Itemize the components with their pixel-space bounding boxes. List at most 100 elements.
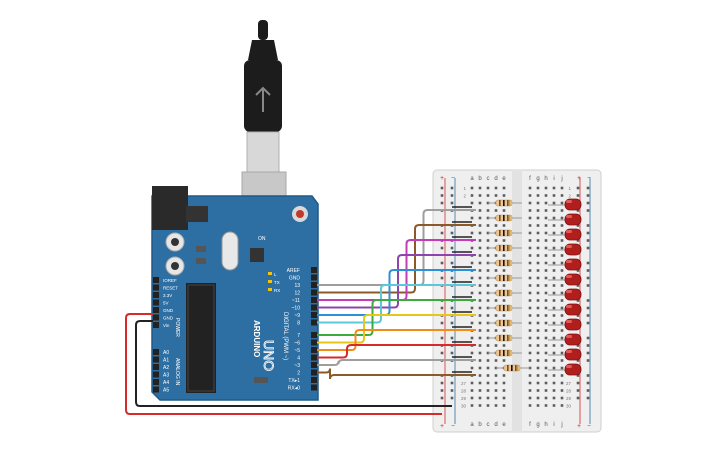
breadboard-hole[interactable] xyxy=(560,269,564,272)
breadboard-hole[interactable] xyxy=(502,284,506,287)
breadboard-hole[interactable] xyxy=(528,359,532,362)
breadboard-hole[interactable] xyxy=(552,276,556,280)
breadboard-hole[interactable] xyxy=(486,329,490,332)
breadboard-hole[interactable] xyxy=(486,359,490,362)
breadboard-hole[interactable] xyxy=(552,269,556,272)
breadboard-hole[interactable] xyxy=(544,321,548,325)
breadboard-hole[interactable] xyxy=(560,224,564,227)
breadboard-hole[interactable] xyxy=(552,344,556,347)
breadboard-hole[interactable] xyxy=(528,239,532,242)
rail-hole[interactable] xyxy=(450,306,454,310)
breadboard-hole[interactable] xyxy=(560,374,564,377)
rail-hole[interactable] xyxy=(586,246,590,250)
breadboard-hole[interactable] xyxy=(502,374,506,377)
breadboard-hole[interactable] xyxy=(552,336,556,340)
header-pin[interactable] xyxy=(153,322,159,328)
breadboard-hole[interactable] xyxy=(544,381,548,385)
breadboard-hole[interactable] xyxy=(544,306,548,310)
breadboard-hole[interactable] xyxy=(528,404,532,407)
breadboard-hole[interactable] xyxy=(552,306,556,310)
rail-hole[interactable] xyxy=(576,284,580,287)
rail-hole[interactable] xyxy=(440,186,444,190)
breadboard-hole[interactable] xyxy=(470,306,474,310)
breadboard-hole[interactable] xyxy=(502,224,506,227)
breadboard-hole[interactable] xyxy=(470,321,474,325)
breadboard-hole[interactable] xyxy=(502,396,506,400)
header-pin[interactable] xyxy=(153,299,159,306)
power-wire-5v[interactable] xyxy=(125,313,442,415)
breadboard-hole[interactable] xyxy=(536,351,540,355)
breadboard-hole[interactable] xyxy=(502,314,506,317)
header-pin[interactable] xyxy=(311,384,317,391)
breadboard-hole[interactable] xyxy=(536,224,540,227)
breadboard-hole[interactable] xyxy=(536,216,540,220)
breadboard-hole[interactable] xyxy=(544,239,548,242)
resistor[interactable] xyxy=(488,349,522,357)
rail-hole[interactable] xyxy=(586,336,590,340)
breadboard-hole[interactable] xyxy=(560,291,564,295)
red-led[interactable] xyxy=(548,348,582,361)
rail-hole[interactable] xyxy=(576,209,580,212)
breadboard-hole[interactable] xyxy=(502,344,506,347)
breadboard-hole[interactable] xyxy=(478,396,482,400)
breadboard-hole[interactable] xyxy=(536,254,540,257)
breadboard-hole[interactable] xyxy=(494,314,498,317)
breadboard-hole[interactable] xyxy=(552,359,556,362)
breadboard-hole[interactable] xyxy=(552,201,556,205)
breadboard-hole[interactable] xyxy=(478,404,482,407)
breadboard-hole[interactable] xyxy=(552,314,556,317)
breadboard-hole[interactable] xyxy=(544,299,548,302)
breadboard-hole[interactable] xyxy=(494,284,498,287)
breadboard-hole[interactable] xyxy=(544,209,548,212)
breadboard-hole[interactable] xyxy=(536,374,540,377)
rail-hole[interactable] xyxy=(586,306,590,310)
rail-hole[interactable] xyxy=(586,224,590,227)
rail-hole[interactable] xyxy=(586,261,590,265)
breadboard-hole[interactable] xyxy=(552,291,556,295)
rail-hole[interactable] xyxy=(440,246,444,250)
resistor[interactable] xyxy=(488,334,522,342)
breadboard-hole[interactable] xyxy=(536,246,540,250)
wire-pin-12[interactable] xyxy=(317,224,476,294)
breadboard-hole[interactable] xyxy=(544,254,548,257)
breadboard-hole[interactable] xyxy=(478,231,482,235)
rail-hole[interactable] xyxy=(450,194,454,197)
breadboard-hole[interactable] xyxy=(536,404,540,407)
breadboard-hole[interactable] xyxy=(478,261,482,265)
breadboard-hole[interactable] xyxy=(560,276,564,280)
breadboard-hole[interactable] xyxy=(560,336,564,340)
resistor[interactable] xyxy=(496,364,530,372)
breadboard-hole[interactable] xyxy=(470,396,474,400)
rail-hole[interactable] xyxy=(576,224,580,227)
header-pin[interactable] xyxy=(311,362,317,368)
rail-hole[interactable] xyxy=(586,284,590,287)
breadboard-hole[interactable] xyxy=(470,194,474,197)
breadboard-hole[interactable] xyxy=(536,359,540,362)
rail-hole[interactable] xyxy=(586,321,590,325)
breadboard-hole[interactable] xyxy=(478,186,482,190)
breadboard-hole[interactable] xyxy=(478,344,482,347)
breadboard-hole[interactable] xyxy=(528,246,532,250)
rail-hole[interactable] xyxy=(440,336,444,340)
rail-hole[interactable] xyxy=(576,344,580,347)
breadboard-hole[interactable] xyxy=(544,314,548,317)
breadboard-hole[interactable] xyxy=(502,359,506,362)
breadboard-hole[interactable] xyxy=(502,209,506,212)
breadboard-hole[interactable] xyxy=(486,186,490,190)
header-pin[interactable] xyxy=(153,292,159,298)
breadboard-hole[interactable] xyxy=(544,344,548,347)
breadboard-hole[interactable] xyxy=(486,374,490,377)
breadboard-hole[interactable] xyxy=(478,389,482,392)
breadboard-hole[interactable] xyxy=(486,404,490,407)
breadboard-hole[interactable] xyxy=(494,344,498,347)
header-pin[interactable] xyxy=(153,349,159,355)
breadboard-hole[interactable] xyxy=(528,254,532,257)
breadboard-hole[interactable] xyxy=(560,231,564,235)
breadboard-hole[interactable] xyxy=(478,239,482,242)
header-pin[interactable] xyxy=(153,356,159,363)
red-led[interactable] xyxy=(548,243,582,256)
breadboard-hole[interactable] xyxy=(478,209,482,212)
breadboard-hole[interactable] xyxy=(544,186,548,190)
header-pin[interactable] xyxy=(311,319,317,326)
breadboard-hole[interactable] xyxy=(486,284,490,287)
